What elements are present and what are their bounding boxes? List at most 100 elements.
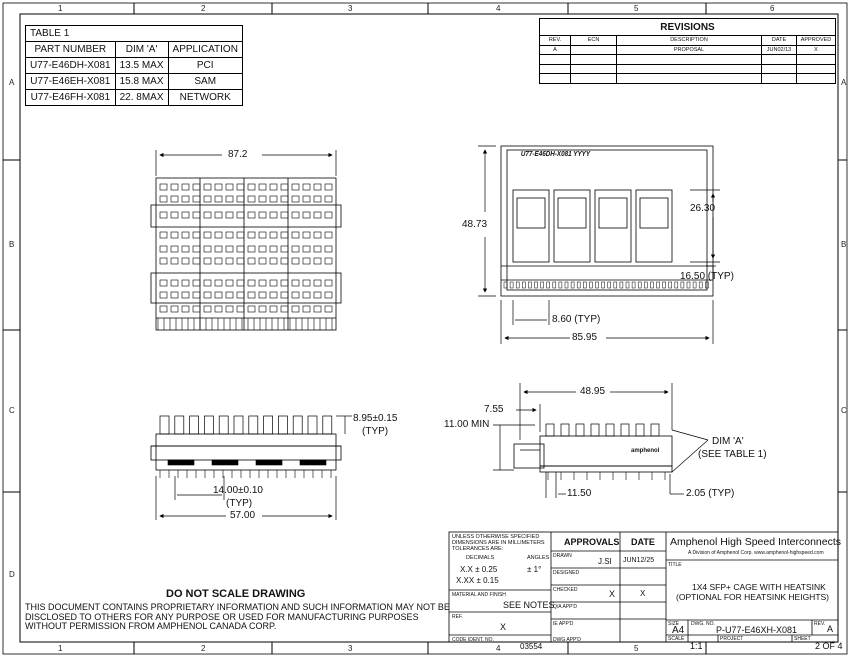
dim-total-width: 85.95 (572, 332, 598, 343)
table-row: A PROPOSAL JUN02/13 X (539, 44, 836, 55)
title-label: TITLE (668, 562, 682, 568)
zone-row-d: D (9, 570, 15, 579)
approvals-header: APPROVALS (564, 537, 620, 547)
rev-cell: JUN02/13 (761, 44, 797, 55)
ref-label: REF. (452, 614, 463, 620)
part-label-marking: U77-E46DH-X081 YYYY (520, 151, 591, 158)
ref-value: X (500, 622, 507, 632)
brand-mark: amphenol (631, 448, 660, 454)
dim-a-label: DIM 'A' (712, 436, 744, 447)
rev-cell: A (539, 44, 571, 55)
sheet-label: SHEET (794, 636, 811, 642)
company-sub: A Division of Amphenol Corp. www.ampheno… (688, 550, 824, 556)
size-label: SIZE (668, 621, 680, 627)
table-row: U77-E46EH-X081 15.8 MAX SAM (25, 73, 243, 90)
table-cell: U77-E46EH-X081 (25, 73, 116, 90)
dim-fin-height-typ: (TYP) (362, 426, 389, 437)
table-row: U77-E46FH-X081 22. 8MAX NETWORK (25, 89, 243, 106)
do-not-scale-note: DO NOT SCALE DRAWING (166, 588, 306, 600)
table-cell: NETWORK (167, 89, 243, 106)
zone-col-2: 2 (201, 4, 206, 13)
zone-col-3: 3 (348, 4, 353, 13)
dim-height: 48.73 (462, 219, 488, 230)
code-value: 03554 (520, 642, 543, 651)
dwgno-value: P-U77-E46XH-X081 (716, 625, 798, 635)
dim-side-length: 48.95 (580, 386, 606, 397)
dim-front-width: 57.00 (230, 510, 256, 521)
code-label: CODE IDENT. NO. (452, 637, 494, 643)
table-cell: PCI (167, 57, 243, 74)
dim-fin-pitch: 14.00±0.10 (213, 485, 263, 496)
dim-pitch-v: 16.50 (TYP) (680, 271, 734, 282)
size-value: A4 (672, 625, 685, 636)
company-name: Amphenol High Speed Interconnects (670, 536, 842, 548)
designed-label: DESIGNED (553, 570, 580, 576)
rev-cell: X (796, 44, 836, 55)
zone-row-b-right: B (841, 240, 847, 249)
revisions-title: REVISIONS (539, 18, 836, 36)
table-cell: 13.5 MAX (114, 57, 169, 74)
rev-label: REV. (814, 621, 826, 627)
rev-header: DESCRIPTION (616, 35, 762, 46)
dim-tail: 2.05 (TYP) (686, 488, 735, 499)
dim-pitch-h: 8.60 (TYP) (552, 314, 601, 325)
dim-side-offset: 7.55 (484, 404, 504, 415)
tolerance-note: UNLESS OTHERWISE SPECIFIED DIMENSIONS AR… (452, 534, 545, 552)
zone-row-c: C (9, 406, 15, 415)
checked-label: CHECKED (553, 587, 578, 593)
qa-label: Q/A APP'D (553, 604, 578, 610)
rev-header: DATE (761, 35, 797, 46)
date-header: DATE (631, 537, 655, 547)
rev-header: REV. (539, 35, 571, 46)
drawn-by: J.SI (598, 557, 612, 566)
table-header: PART NUMBER (25, 41, 116, 58)
table-cell: SAM (167, 73, 243, 90)
zone-col-6: 6 (770, 4, 775, 13)
ie-label: IE APP'D (553, 621, 574, 627)
drawn-label: DRAWN (553, 553, 572, 559)
table-header: APPLICATION (167, 41, 243, 58)
material-value: SEE NOTES (503, 600, 555, 610)
rear-view (150, 415, 342, 478)
material-label: MATERIAL AND FINISH (452, 592, 506, 598)
title-line-2: (OPTIONAL FOR HEATSINK HEIGHTS) (676, 592, 830, 602)
angles-label: ANGLES (527, 555, 550, 561)
dim-top-width: 87.2 (228, 149, 248, 160)
angle-tolerance: ± 1° (527, 565, 542, 574)
dwg-app-label: DWG APP'D (553, 637, 581, 643)
revisions-table: REVISIONS REV. ECN DESCRIPTION DATE APPR… (539, 18, 836, 84)
table-cell: 15.8 MAX (114, 73, 169, 90)
tolerance-2: X.XX ± 0.15 (456, 576, 499, 585)
table-1: TABLE 1 PART NUMBER DIM 'A' APPLICATION … (25, 25, 243, 106)
top-view (150, 177, 342, 331)
zone-col-4-bottom: 4 (496, 644, 501, 653)
rev-value: A (827, 624, 834, 634)
dim-a-ref: (SEE TABLE 1) (698, 449, 767, 460)
side-view (513, 423, 673, 480)
checked-by: X (609, 589, 616, 599)
project-label: PROJECT (720, 636, 744, 642)
scale-label: SCALE (668, 636, 685, 642)
table-title: TABLE 1 (25, 25, 243, 42)
drawn-date: JUN12/25 (623, 557, 655, 564)
zone-col-1: 1 (58, 4, 63, 13)
dim-bottom-offset: 11.50 (567, 488, 592, 499)
zone-col-5: 5 (634, 4, 639, 13)
dim-fin-height: 8.95±0.15 (353, 413, 398, 424)
checked-date: X (640, 589, 646, 598)
dim-fin-pitch-typ: (TYP) (226, 498, 253, 509)
table-row: U77-E46DH-X081 13.5 MAX PCI (25, 57, 243, 74)
zone-col-5-bottom: 5 (634, 644, 639, 653)
title-line-1: 1X4 SFP+ CAGE WITH HEATSINK (692, 582, 826, 592)
dim-port-height: 26.30 (690, 203, 716, 214)
dim-min-height: 11.00 MIN (444, 419, 490, 430)
sheet-value: 2 OF 4 (815, 641, 843, 651)
table-cell: U77-E46FH-X081 (25, 89, 116, 106)
zone-row-c-right: C (841, 406, 847, 415)
decimals-label: DECIMALS (466, 555, 495, 561)
proprietary-notice: THIS DOCUMENT CONTAINS PROPRIETARY INFOR… (25, 602, 450, 631)
zone-col-4: 4 (496, 4, 501, 13)
zone-row-b: B (9, 240, 15, 249)
zone-row-a: A (9, 78, 15, 87)
